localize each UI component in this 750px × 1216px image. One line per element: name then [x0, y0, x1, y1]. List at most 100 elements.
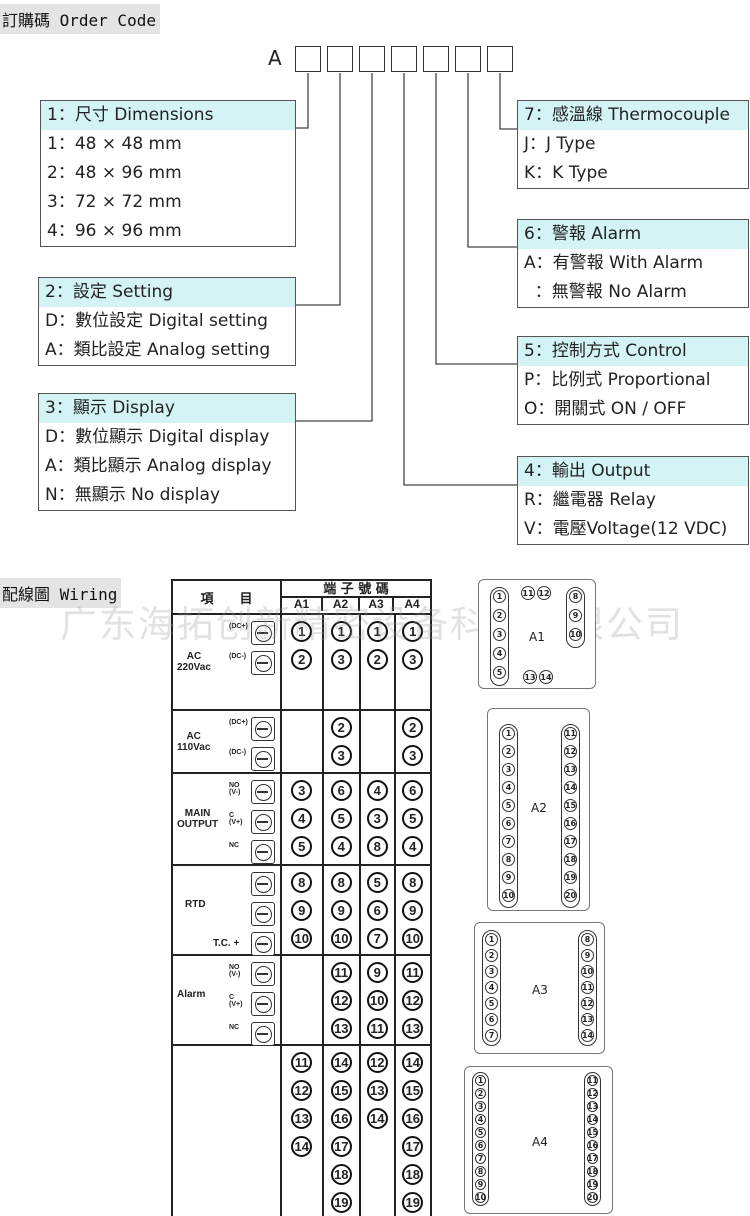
terminal-number: 14	[402, 1052, 424, 1073]
terminal-pin: 6	[475, 1140, 486, 1151]
terminal-number: 10	[291, 928, 313, 949]
terminal-number: 4	[330, 836, 352, 857]
dimensions-head: 1：尺寸 Dimensions	[41, 101, 295, 130]
wiring-group-row: 1112131414151617181920121314141516171819…	[171, 1044, 432, 1216]
terminal-number: 5	[402, 808, 424, 829]
group-item-cell: AC 110Vac(DC+)(DC-)	[171, 709, 282, 774]
column-header-a4: A4	[404, 597, 420, 611]
terminal-sub-label: T.C. +	[213, 938, 240, 949]
column-header-a2: A2	[323, 598, 360, 611]
terminal-strip-left	[482, 930, 501, 1046]
terminal-sub-label: NC	[229, 1024, 240, 1031]
terminal-number: 2	[291, 649, 313, 670]
thermocouple-head: 7：感溫線 Thermocouple	[518, 101, 748, 130]
terminal-number: 6	[366, 900, 388, 921]
terminal-pin: 8	[475, 1166, 486, 1177]
diagram-label-a1: A1	[529, 630, 545, 644]
terminal-pin: 1	[475, 1075, 486, 1086]
terminal-number: 11	[330, 962, 352, 983]
terminal-number-list	[282, 956, 322, 962]
terminal-number: 15	[330, 1080, 352, 1101]
terminal-sub-label: (DC+)	[229, 719, 248, 726]
terminal-number: 5	[366, 872, 388, 893]
terminal-pin: 9	[475, 1179, 486, 1190]
code-box-6	[455, 46, 481, 72]
terminal-pin: 15	[586, 1127, 599, 1138]
diagram-label-a4: A4	[532, 1135, 548, 1149]
terminal-strip-left	[499, 724, 518, 908]
terminal-pin: 10	[581, 965, 594, 978]
output-head: 4：輸出 Output	[518, 457, 748, 486]
terminal-pin: 14	[586, 1114, 599, 1125]
terminal-pin: 1	[485, 933, 498, 946]
terminal-pin: 5	[485, 997, 498, 1010]
group-label: Alarm	[177, 989, 206, 1000]
terminal-pin: 15	[564, 799, 577, 812]
terminal-number: 11	[402, 962, 424, 983]
terminal-number: 16	[330, 1108, 352, 1129]
terminal-header-cell: 端 子 號 碼 A1 A2 A3 A4	[280, 579, 432, 615]
terminal-number: 13	[402, 1018, 424, 1039]
alarm-head: 6：警報 Alarm	[518, 220, 748, 249]
terminal-pin: 9	[569, 609, 582, 622]
terminal-pin: 1	[493, 590, 506, 603]
terminal-number: 8	[291, 872, 313, 893]
terminal-pin: 17	[564, 835, 577, 848]
terminal-pin: 11	[521, 586, 535, 600]
terminal-pin: 3	[493, 628, 506, 641]
terminal-pin: 10	[569, 628, 582, 641]
group-label: RTD	[185, 899, 206, 910]
setting-head: 2：設定 Setting	[39, 278, 295, 307]
terminal-pin: 7	[485, 1029, 498, 1042]
order-code-title: 訂購碼 Order Code	[0, 4, 160, 34]
terminal-sub-label: C (V+)	[229, 812, 243, 826]
screw-terminal-icon	[251, 902, 275, 926]
screw-terminal-icon	[251, 651, 275, 675]
terminal-sub-label: (DC+)	[229, 623, 248, 630]
dimensions-row: 3：72 × 72 mm	[47, 192, 182, 212]
code-box-1	[295, 46, 321, 72]
terminal-pin: 8	[502, 853, 515, 866]
terminal-number: 19	[330, 1192, 352, 1213]
terminal-number: 15	[402, 1080, 424, 1101]
terminal-number: 1	[330, 621, 352, 642]
terminal-number: 8	[330, 872, 352, 893]
group-item-cell: RTD T.C. +	[171, 864, 282, 956]
terminal-pin: 14	[539, 670, 553, 684]
terminal-pin: 8	[569, 590, 582, 603]
terminal-pin: 19	[586, 1179, 599, 1190]
terminal-pin: 18	[564, 853, 577, 866]
terminal-pin: 3	[475, 1101, 486, 1112]
terminal-sub-label: (DC-)	[229, 653, 247, 660]
terminal-pin: 16	[586, 1140, 599, 1151]
control-box: 5：控制方式 Control P：比例式 Proportional O：開關式 …	[517, 336, 749, 425]
terminal-header: 端 子 號 碼	[282, 581, 430, 598]
terminal-number: 12	[330, 990, 352, 1011]
terminal-number: 16	[402, 1108, 424, 1129]
display-row: N：無顯示 No display	[45, 485, 221, 505]
terminal-pin: 8	[581, 933, 594, 946]
control-row: O：開關式 ON / OFF	[524, 399, 687, 419]
terminal-pin: 6	[502, 817, 515, 830]
display-box: 3：顯示 Display D：數位顯示 Digital display A：類比…	[38, 393, 296, 511]
